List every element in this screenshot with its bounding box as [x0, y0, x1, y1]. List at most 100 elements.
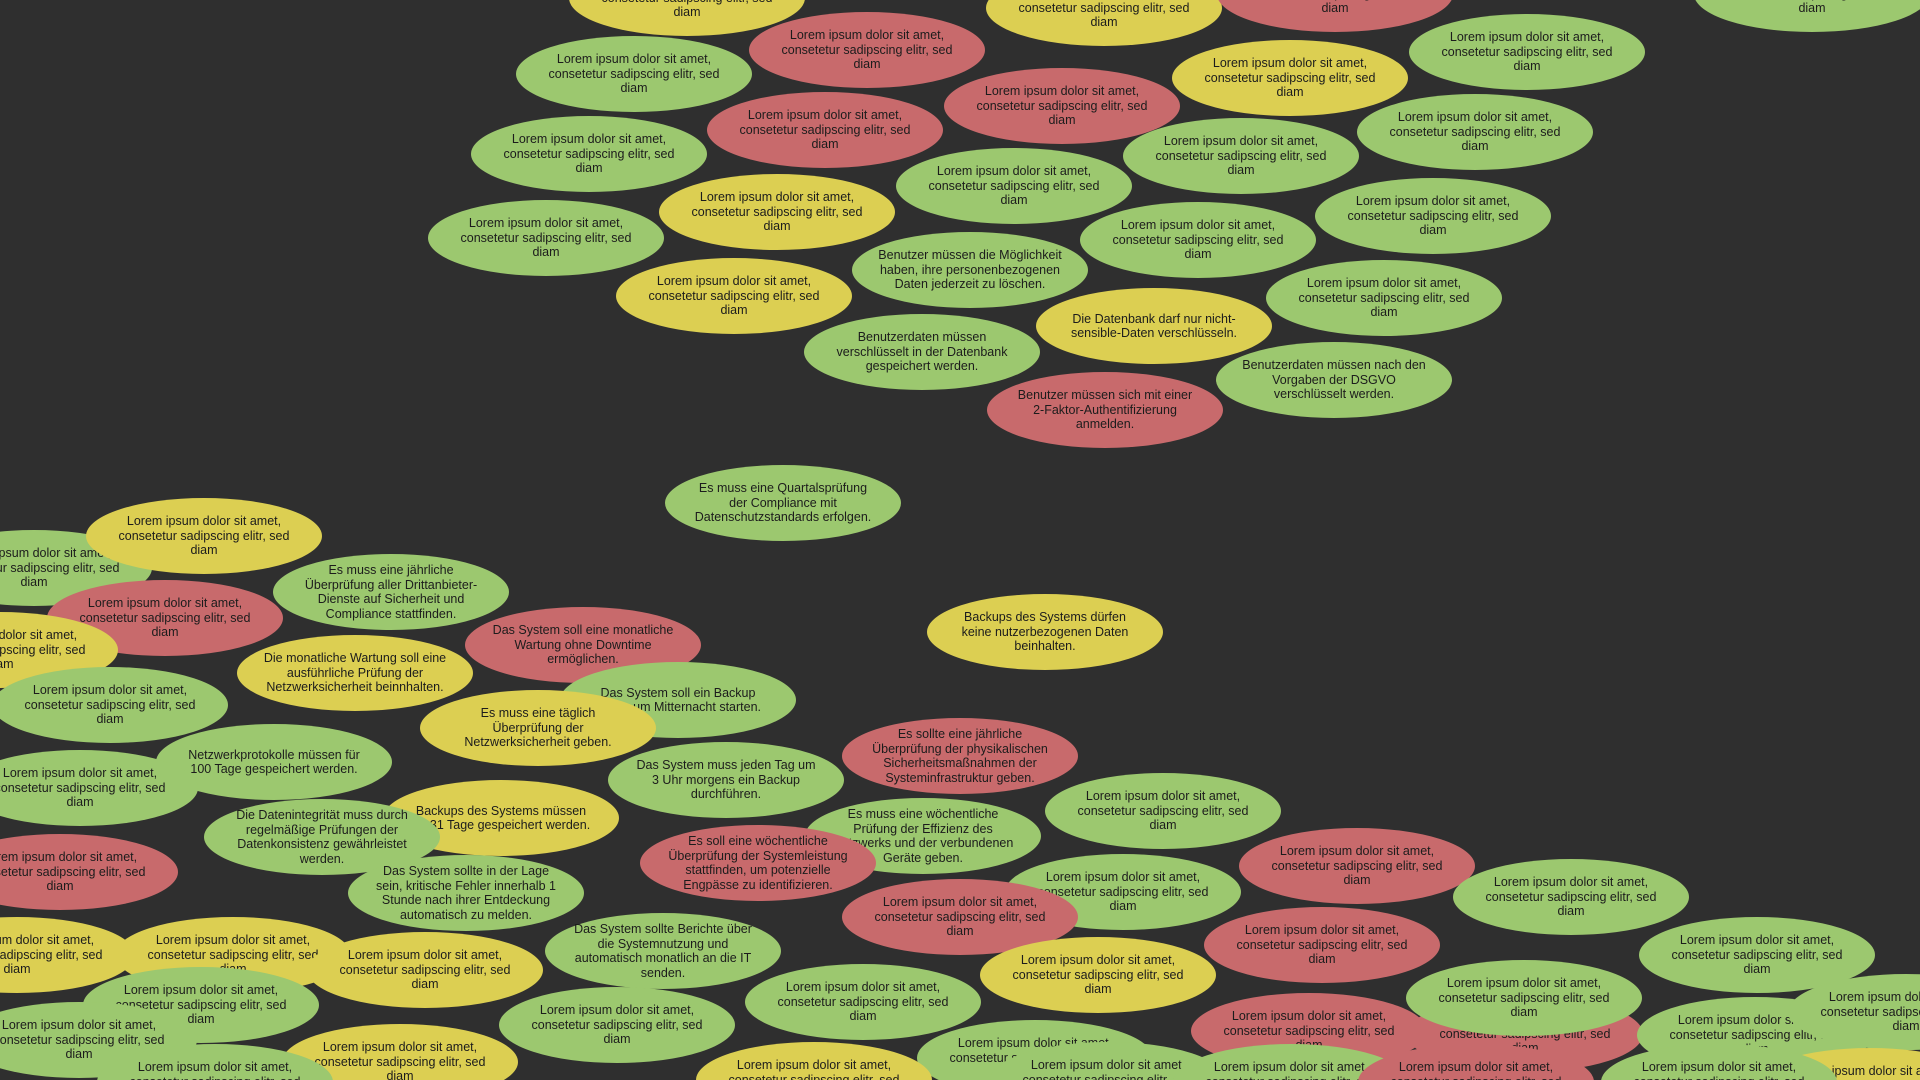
sticky-note-green[interactable]: Lorem ipsum dolor sit amet, consetetur s…: [1266, 260, 1502, 336]
sticky-note-green[interactable]: Netzwerkprotokolle müssen für 100 Tage g…: [156, 724, 392, 800]
sticky-note-green[interactable]: Lorem ipsum dolor sit amet, consetetur s…: [745, 964, 981, 1040]
sticky-note-text: Lorem ipsum dolor sit amet, consetetur s…: [1037, 870, 1209, 914]
sticky-note-green[interactable]: Lorem ipsum dolor sit amet, consetetur s…: [1315, 178, 1551, 254]
sticky-note-red[interactable]: Das System soll eine monatliche Wartung …: [465, 607, 701, 683]
sticky-note-green[interactable]: Lorem ipsum dolor sit amet, consetetur s…: [1409, 14, 1645, 90]
sticky-note-yellow[interactable]: Lorem ipsum dolor sit amet, consetetur s…: [659, 174, 895, 250]
sticky-note-text: Lorem ipsum dolor sit amet, consetetur s…: [1347, 194, 1519, 238]
sticky-note-text: Benutzer müssen die Möglichkeit haben, i…: [878, 248, 1062, 292]
sticky-note-red[interactable]: Lorem ipsum dolor sit amet, consetetur s…: [1358, 1044, 1594, 1080]
sticky-note-red[interactable]: Lorem ipsum dolor sit amet, consetetur s…: [944, 68, 1180, 144]
sticky-note-green[interactable]: Lorem ipsum dolor sit amet, consetetur s…: [1788, 974, 1920, 1050]
sticky-note-text: Lorem ipsum dolor sit amet, consetetur s…: [1441, 30, 1613, 74]
sticky-note-red[interactable]: Lorem ipsum dolor sit amet, consetetur s…: [707, 92, 943, 168]
sticky-note-green[interactable]: Lorem ipsum dolor sit amet, consetetur s…: [1694, 0, 1920, 32]
sticky-note-green[interactable]: Lorem ipsum dolor sit amet, consetetur s…: [1080, 202, 1316, 278]
sticky-note-text: Lorem ipsum dolor sit amet, consetetur s…: [24, 683, 196, 727]
sticky-note-red[interactable]: Lorem ipsum dolor sit amet, consetetur s…: [1217, 0, 1453, 32]
sticky-note-yellow[interactable]: Lorem ipsum dolor sit amet, consetetur s…: [980, 937, 1216, 1013]
sticky-note-text: Lorem ipsum dolor sit amet, consetetur s…: [1236, 923, 1408, 967]
sticky-note-yellow[interactable]: Die Datenbank darf nur nicht-sensible-Da…: [1036, 288, 1272, 364]
sticky-note-text: Lorem ipsum dolor sit amet, consetetur s…: [1271, 844, 1443, 888]
sticky-note-text: Die Datenbank darf nur nicht-sensible-Da…: [1070, 311, 1238, 341]
sticky-note-green[interactable]: Lorem ipsum dolor sit amet, consetetur s…: [1406, 960, 1642, 1036]
sticky-note-yellow[interactable]: Es muss eine täglich Überprüfung der Net…: [420, 690, 656, 766]
sticky-note-yellow[interactable]: Lorem ipsum dolor sit amet, consetetur s…: [696, 1042, 932, 1080]
sticky-note-text: Lorem ipsum dolor sit amet, consetetur s…: [79, 596, 251, 640]
sticky-note-green[interactable]: Lorem ipsum dolor sit amet, consetetur s…: [896, 148, 1132, 224]
sticky-note-red[interactable]: Lorem ipsum dolor sit amet, consetetur s…: [0, 834, 178, 910]
sticky-note-text: Lorem ipsum dolor sit amet, consetetur s…: [0, 766, 166, 810]
sticky-note-green[interactable]: Lorem ipsum dolor sit amet, consetetur s…: [0, 1002, 197, 1078]
sticky-note-green[interactable]: Lorem ipsum dolor sit amet, consetetur s…: [1123, 118, 1359, 194]
sticky-note-text: Lorem ipsum dolor sit amet, consetetur s…: [1155, 134, 1327, 178]
sticky-note-red[interactable]: Lorem ipsum dolor sit amet, consetetur s…: [1204, 907, 1440, 983]
sticky-note-text: Netzwerkprotokolle müssen für 100 Tage g…: [188, 747, 360, 777]
sticky-note-text: Lorem ipsum dolor sit amet, consetetur s…: [1389, 110, 1561, 154]
sticky-note-text: Lorem ipsum dolor sit amet, consetetur s…: [1012, 953, 1184, 997]
sticky-note-green[interactable]: Lorem ipsum dolor sit amet, consetetur s…: [499, 987, 735, 1063]
sticky-note-red[interactable]: Lorem ipsum dolor sit amet, consetetur s…: [749, 12, 985, 88]
sticky-note-text: Es muss eine wöchentliche Prüfung der Ef…: [832, 807, 1014, 865]
sticky-note-text: Lorem ipsum dolor sit amet, consetetur s…: [928, 164, 1100, 208]
sticky-note-text: Lorem ipsum dolor sit amet, consetetur s…: [1077, 789, 1249, 833]
sticky-note-green[interactable]: Lorem ipsum dolor sit amet, consetetur s…: [1045, 773, 1281, 849]
sticky-note-text: Lorem ipsum dolor sit amet, consetetur s…: [1018, 0, 1190, 30]
sticky-note-green[interactable]: Lorem ipsum dolor sit amet, consetetur s…: [471, 116, 707, 192]
sticky-note-yellow[interactable]: Lorem ipsum dolor sit amet, consetetur s…: [616, 258, 852, 334]
sticky-note-red[interactable]: Es soll eine wöchentliche Überprüfung de…: [640, 825, 876, 901]
sticky-note-green[interactable]: Das System sollte in der Lage sein, krit…: [348, 855, 584, 931]
sticky-note-green[interactable]: Lorem ipsum dolor sit amet, consetetur s…: [0, 530, 152, 606]
sticky-note-text: Lorem ipsum dolor sit amet, consetetur s…: [118, 514, 290, 558]
sticky-note-red[interactable]: Benutzer müssen sich mit einer 2-Faktor-…: [987, 372, 1223, 448]
sticky-note-text: Lorem ipsum dolor sit amet, consetetur s…: [1820, 990, 1920, 1034]
sticky-note-text: Benutzer müssen sich mit einer 2-Faktor-…: [1017, 388, 1193, 432]
sticky-note-red[interactable]: Es sollte eine jährliche Überprüfung der…: [842, 718, 1078, 794]
sticky-note-text: Es soll eine wöchentliche Überprüfung de…: [668, 834, 848, 892]
sticky-note-text: Lorem ipsum dolor sit amet, consetetur s…: [781, 28, 953, 72]
sticky-note-text: Das System sollte in der Lage sein, krit…: [376, 864, 556, 922]
sticky-note-text: Lorem ipsum dolor sit amet, consetetur s…: [1634, 1060, 1805, 1080]
sticky-note-green[interactable]: Das System sollte Berichte über die Syst…: [545, 913, 781, 989]
sticky-note-green[interactable]: Lorem ipsum dolor sit amet, consetetur s…: [428, 200, 664, 276]
sticky-note-green[interactable]: Es muss eine jährliche Überprüfung aller…: [273, 554, 509, 630]
sticky-note-green[interactable]: Es muss eine Quartalsprüfung der Complia…: [665, 465, 901, 541]
sticky-note-text: Das System sollte Berichte über die Syst…: [574, 922, 752, 980]
sticky-note-green[interactable]: Benutzerdaten müssen verschlüsselt in de…: [804, 314, 1040, 390]
sticky-note-green[interactable]: Benutzerdaten müssen nach den Vorgaben d…: [1216, 342, 1452, 418]
sticky-note-yellow[interactable]: Lorem ipsum dolor sit amet, consetetur s…: [282, 1024, 518, 1080]
sticky-note-text: Lorem ipsum dolor sit amet, consetetur s…: [648, 274, 820, 318]
sticky-note-text: Lorem ipsum dolor sit amet, consetetur s…: [1250, 0, 1421, 16]
sticky-note-green[interactable]: Lorem ipsum dolor sit amet, consetetur s…: [0, 750, 198, 826]
sticky-note-text: Lorem ipsum dolor sit amet, consetetur s…: [1727, 0, 1898, 16]
sticky-note-yellow[interactable]: Die monatliche Wartung soll eine ausführ…: [237, 635, 473, 711]
sticky-note-green[interactable]: Das System muss jeden Tag um 3 Uhr morge…: [608, 742, 844, 818]
sticky-note-text: Lorem ipsum dolor sit amet, consetetur s…: [874, 895, 1046, 939]
sticky-note-yellow[interactable]: Lorem ipsum dolor sit amet, consetetur s…: [986, 0, 1222, 46]
sticky-note-yellow[interactable]: Lorem ipsum dolor sit amet, consetetur s…: [1172, 40, 1408, 116]
sticky-note-red[interactable]: Lorem ipsum dolor sit amet, consetetur s…: [1239, 828, 1475, 904]
sticky-note-text: Lorem ipsum dolor sit amet, consetetur s…: [531, 1003, 703, 1047]
sticky-note-text: Lorem ipsum dolor sit amet, consetetur s…: [130, 1060, 301, 1080]
sticky-note-green[interactable]: Lorem ipsum dolor sit amet, consetetur s…: [1357, 94, 1593, 170]
sticky-note-green[interactable]: Benutzer müssen die Möglichkeit haben, i…: [852, 232, 1088, 308]
sticky-note-text: Lorem ipsum dolor sit amet, consetetur s…: [1438, 976, 1610, 1020]
sticky-note-text: Lorem ipsum dolor sit amet, consetetur s…: [1391, 1060, 1562, 1080]
sticky-note-green[interactable]: Lorem ipsum dolor sit amet, consetetur s…: [0, 667, 228, 743]
sticky-note-text: Lorem ipsum dolor sit amet, consetetur s…: [0, 850, 146, 894]
sticky-note-text: Lorem ipsum dolor sit amet, consetetur s…: [314, 1040, 486, 1080]
sticky-note-green[interactable]: Lorem ipsum dolor sit amet, consetetur s…: [1639, 917, 1875, 993]
sticky-note-text: Lorem ipsum dolor sit amet, consetetur s…: [739, 108, 911, 152]
sticky-note-text: Lorem ipsum dolor sit amet, consetetur s…: [1206, 1060, 1377, 1080]
sticky-note-yellow[interactable]: Lorem ipsum dolor sit amet, consetetur s…: [307, 932, 543, 1008]
sticky-note-text: Es muss eine täglich Überprüfung der Net…: [464, 706, 612, 750]
sticky-note-green[interactable]: Lorem ipsum dolor sit amet, consetetur s…: [516, 36, 752, 112]
sticky-note-text: Backups des Systems müssen für 31 Tage g…: [411, 803, 591, 833]
sticky-note-text: Lorem ipsum dolor sit amet, consetetur s…: [1485, 875, 1657, 919]
sticky-note-yellow[interactable]: Lorem ipsum dolor sit amet, consetetur s…: [86, 498, 322, 574]
sticky-note-text: Es muss eine jährliche Überprüfung aller…: [304, 563, 478, 621]
sticky-note-green[interactable]: Lorem ipsum dolor sit amet, consetetur s…: [1453, 859, 1689, 935]
sticky-note-yellow[interactable]: Backups des Systems dürfen keine nutzerb…: [927, 594, 1163, 670]
sticky-note-text: Die Datenintegrität muss durch regelmäßi…: [236, 808, 408, 866]
